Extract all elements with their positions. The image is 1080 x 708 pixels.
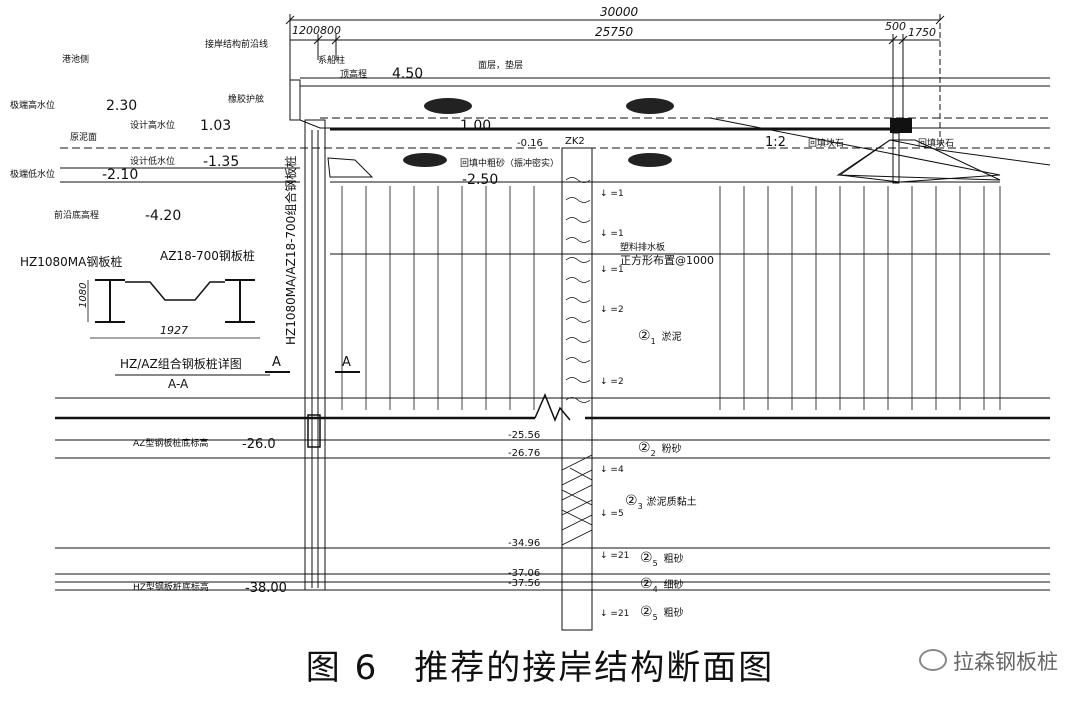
- elev-design-high: 1.03: [200, 118, 231, 134]
- rubble-group: [403, 98, 674, 167]
- figure-caption: 图 6 推荐的接岸结构断面图: [305, 648, 775, 688]
- label-bollard: 系船柱: [318, 54, 345, 66]
- elev-az: -26.0: [242, 437, 276, 452]
- dim-left-b: 800: [320, 24, 341, 37]
- elev-design-low: -1.35: [203, 154, 239, 170]
- label-design-high: 设计高水位: [130, 119, 175, 131]
- label-pile-vertical: HZ1080MA/AZ18-700组合钢板桩: [283, 156, 298, 345]
- svg-text:↓ =5: ↓ =5: [600, 509, 624, 519]
- elev-l2: -26.76: [508, 448, 540, 459]
- dim-left-a: 1200: [292, 24, 320, 37]
- elev-ext-low: -2.10: [102, 167, 138, 183]
- pile-detail: [87, 279, 260, 339]
- label-backfill-stone-2: 回填块石: [918, 137, 954, 149]
- svg-text:↓ =2: ↓ =2: [600, 305, 624, 315]
- svg-text:↓ =21: ↓ =21: [600, 609, 629, 619]
- label-ext-low: 极端低水位: [10, 168, 55, 180]
- spt-values: ↓ =1 ↓ =1 ↓ =1 ↓ =2 ↓ =2 ↓ =4 ↓ =5 ↓ =21…: [600, 189, 629, 619]
- wechat-icon: [919, 649, 947, 671]
- elev-l3: -34.96: [508, 538, 540, 549]
- svg-text:↓ =21: ↓ =21: [600, 551, 629, 561]
- elev-tie: 1.00: [460, 118, 491, 134]
- label-drain-spacing: 正方形布置@1000: [620, 253, 714, 267]
- label-backfill-sand: 回填中粗砂（振冲密实）: [460, 157, 559, 169]
- svg-text:↓ =1: ↓ =1: [600, 265, 624, 275]
- detail-height: 1080: [78, 283, 89, 308]
- label-az-bottom: AZ型钢板桩底标高: [133, 437, 208, 449]
- elev-hz: -38.00: [245, 581, 287, 596]
- elev-top: 4.50: [392, 66, 423, 82]
- watermark: 拉森钢板桩: [919, 646, 1058, 676]
- svg-text:↓ =1: ↓ =1: [600, 189, 624, 199]
- elev-ext-high: 2.30: [106, 98, 137, 114]
- section-mark-a1: A: [272, 355, 281, 370]
- label-mudline: 原泥面: [70, 132, 97, 143]
- label-dredge: 前沿底高程: [54, 209, 99, 221]
- label-fender: 橡胶护舷: [228, 93, 264, 105]
- label-harbor-side: 港池侧: [62, 53, 89, 65]
- detail-title: HZ/AZ组合钢板桩详图: [120, 356, 242, 371]
- label-ext-high: 极端高水位: [10, 99, 55, 111]
- elev-l5: -37.56: [508, 578, 540, 589]
- label-surface: 面层，垫层: [478, 59, 523, 71]
- elev-l1: -25.56: [508, 430, 540, 441]
- label-az-pile: AZ18-700钢板桩: [160, 248, 255, 263]
- label-fill-level: 顶高程: [340, 68, 367, 80]
- label-design-low: 设计低水位: [130, 155, 175, 167]
- svg-text:↓ =2: ↓ =2: [600, 377, 624, 387]
- detail-subtitle: A-A: [168, 377, 189, 391]
- label-hz-pile: HZ1080MA钢板桩: [20, 254, 122, 269]
- label-borehole: ZK2: [565, 136, 585, 147]
- elev-sand-bottom: -2.50: [462, 172, 498, 188]
- dim-total: 30000: [600, 5, 639, 19]
- label-hz-bottom: HZ型钢板桩底标高: [133, 581, 209, 593]
- section-drawing: 30000 25750 1200 800 500 1750 港池侧 接岸结构前沿…: [10, 5, 1051, 631]
- elev-l4: -37.06: [508, 568, 540, 579]
- watermark-text: 拉森钢板桩: [953, 650, 1058, 674]
- elev-dredge: -4.20: [145, 208, 181, 224]
- detail-width: 1927: [160, 324, 188, 337]
- label-backfill-stone-1: 回填块石: [808, 137, 844, 149]
- elev-ground: -0.16: [517, 138, 543, 149]
- dim-right-b: 1750: [908, 26, 936, 39]
- dim-span: 25750: [595, 25, 634, 39]
- label-slope: 1:2: [765, 135, 786, 150]
- label-drain-board: 塑料排水板: [620, 241, 665, 253]
- svg-text:↓ =1: ↓ =1: [600, 229, 624, 239]
- section-mark-a2: A: [342, 355, 351, 370]
- dim-right-a: 500: [885, 20, 906, 33]
- svg-text:↓ =4: ↓ =4: [600, 465, 624, 475]
- label-front-line: 接岸结构前沿线: [205, 38, 268, 50]
